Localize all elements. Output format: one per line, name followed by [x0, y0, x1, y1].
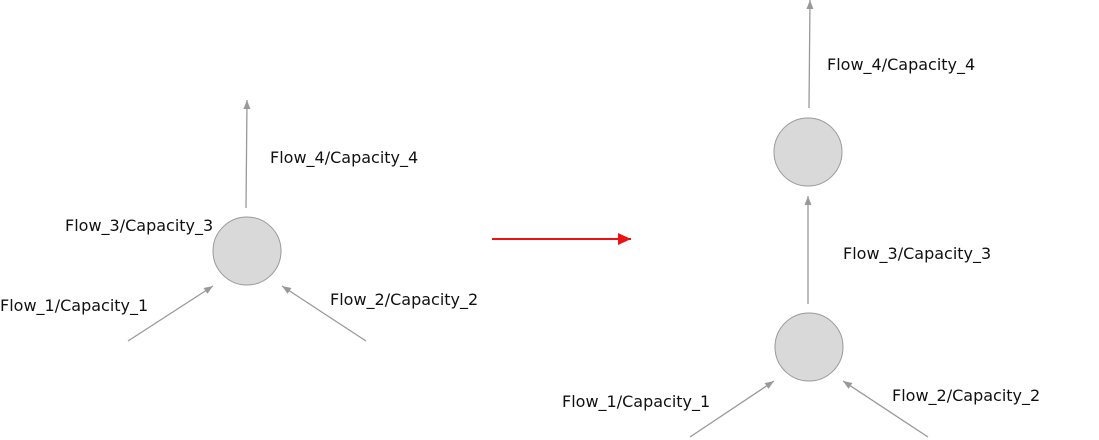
- after-label-flow-3: Flow_3/Capacity_3: [843, 244, 992, 263]
- before-label-flow-4: Flow_4/Capacity_4: [270, 148, 419, 167]
- after-label-flow-2: Flow_2/Capacity_2: [892, 386, 1041, 405]
- after-edge-flow-2: [842, 380, 929, 438]
- before-label-flow-1: Flow_1/Capacity_1: [0, 296, 149, 315]
- before-graph: [127, 99, 367, 342]
- after-graph: [689, 0, 929, 438]
- before-edge-flow-4: [243, 99, 251, 209]
- before-edge-flow-1: [127, 285, 214, 342]
- before-label-flow-3: Flow_3/Capacity_3: [65, 216, 214, 235]
- after-node-bottom: [774, 312, 844, 382]
- before-label-flow-2: Flow_2/Capacity_2: [330, 290, 479, 309]
- after-node-top: [773, 117, 843, 187]
- after-label-flow-1: Flow_1/Capacity_1: [562, 392, 711, 411]
- after-edge-flow-4: [806, 0, 814, 109]
- after-label-flow-4: Flow_4/Capacity_4: [827, 55, 976, 74]
- before-edge-flow-2: [281, 285, 367, 342]
- before-node: [212, 216, 282, 286]
- after-edge-flow-1: [689, 380, 775, 438]
